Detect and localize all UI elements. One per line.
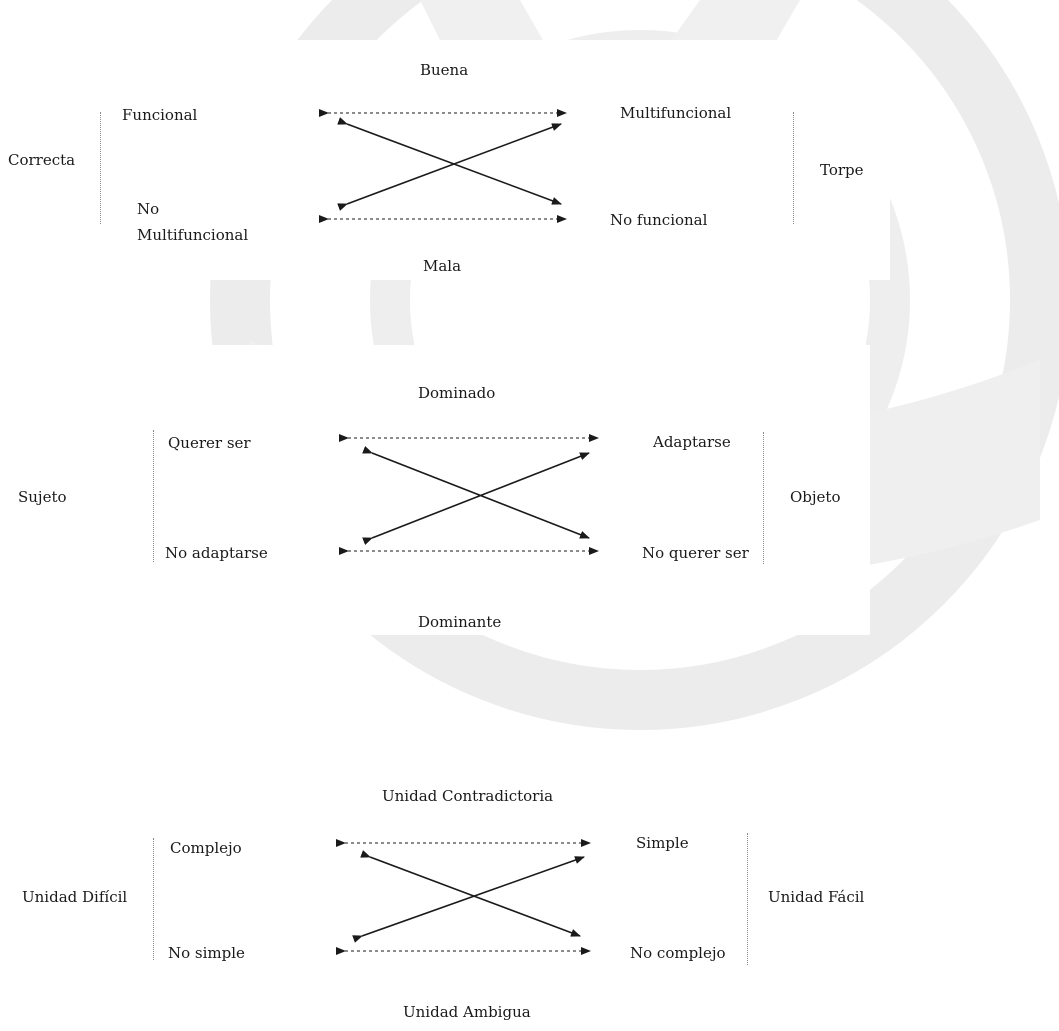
diagram3-top-right: Simple [636,834,689,852]
diagram2-top-label: Dominado [418,384,496,402]
diagram3-left-group: Unidad Difícil [22,888,128,906]
diagram2-left-bracket [153,430,154,562]
diagram3-diagonal-up [352,856,585,943]
diagram2-right-bracket [763,432,764,564]
diagram3-top-left: Complejo [170,839,242,857]
diagram2-top-left: Querer ser [168,434,251,452]
diagram1-top-label: Buena [420,61,469,79]
diagram2-bottom-right: No querer ser [642,544,749,562]
diagram1-top-left: Funcional [122,106,198,124]
diagram3-right-group: Unidad Fácil [768,888,865,906]
diagram2-bottom-label: Dominante [418,613,502,631]
diagram1-bottom-left: No Multifuncional [137,200,249,244]
diagram1-top-right: Multifuncional [620,104,732,122]
diagram1-left-group: Correcta [8,151,76,169]
diagram2-right-group: Objeto [790,488,841,506]
diagram1-arrows [319,109,567,223]
diagram1-bottom-label: Mala [423,257,462,275]
diagram1-diagonal-up [337,123,562,211]
diagram3-bottom-right: No complejo [630,944,726,962]
diagram3-right-bracket [747,833,748,965]
diagram2-left-group: Sujeto [18,488,67,506]
diagram3-bottom-label: Unidad Ambigua [403,1003,531,1021]
diagram1-bottom-right: No funcional [610,211,708,229]
diagram1-right-bracket [793,112,794,224]
diagram3-top-label: Unidad Contradictoria [382,787,554,805]
diagram3-left-bracket [153,838,154,960]
diagram2-arrows [339,434,599,555]
diagram2-diagonal-up [362,452,590,546]
diagram1-left-bracket [100,112,101,224]
diagram3-arrows [336,839,591,955]
diagram3-bottom-left: No simple [168,944,245,962]
diagram1-right-group: Torpe [820,161,864,179]
diagram2-top-right: Adaptarse [653,433,731,451]
diagram2-bottom-left: No adaptarse [165,544,268,562]
